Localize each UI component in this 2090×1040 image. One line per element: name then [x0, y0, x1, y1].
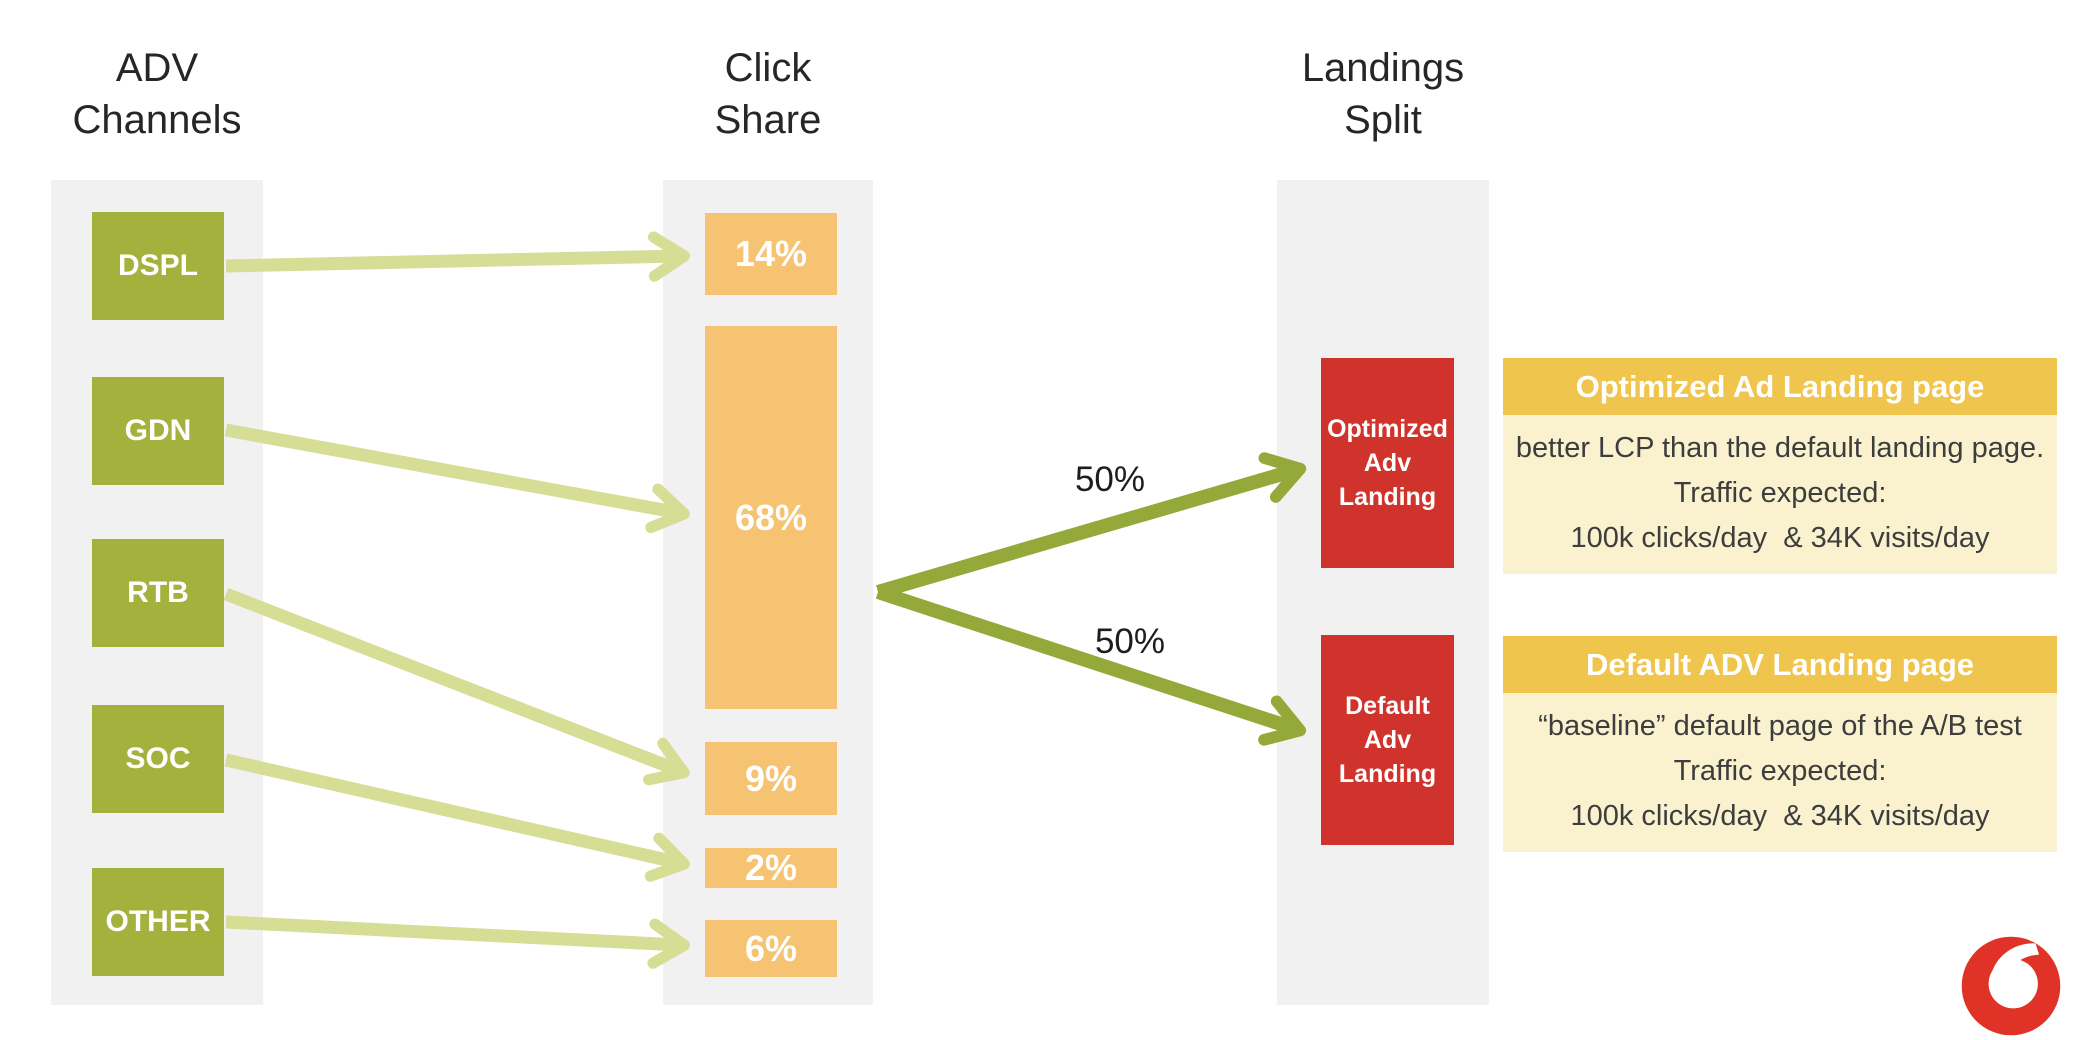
split-label-top: 50% [1074, 460, 1146, 499]
landing-label-line: Adv [1363, 726, 1412, 754]
share-box-68: 68% [705, 326, 837, 709]
landing-box-default: Default Adv Landing [1321, 635, 1454, 845]
share-label: 68% [734, 496, 808, 538]
share-box-14: 14% [705, 213, 837, 295]
arrow-rtb-to-9 [223, 587, 690, 786]
channel-label: RTB [127, 576, 189, 609]
channel-box-dspl: DSPL [92, 212, 224, 320]
channel-label: SOC [125, 742, 191, 775]
arrow-dspl-to-14 [225, 231, 690, 282]
share-label: 2% [744, 847, 798, 888]
default-landing-card-title: Default ADV Landing page [1503, 636, 2057, 693]
optimized-landing-card-body: better LCP than the default landing page… [1503, 415, 2057, 574]
adv-channels-header-line1: ADV [115, 46, 199, 90]
share-label: 14% [734, 233, 808, 274]
channel-label: DSPL [117, 249, 198, 282]
default-landing-card-body: “baseline” default page of the A/B test … [1503, 693, 2057, 852]
share-label: 6% [744, 927, 798, 969]
share-box-9: 9% [705, 742, 837, 815]
channel-label: GDN [124, 414, 192, 447]
click-share-header-line2: Share [714, 98, 822, 142]
landing-label-line: Optimized [1327, 415, 1448, 443]
share-label: 9% [744, 757, 798, 799]
landing-label-line: Default [1345, 692, 1430, 720]
optimized-landing-card-title: Optimized Ad Landing page [1503, 358, 2057, 415]
landing-label-line: Landing [1338, 760, 1437, 788]
default-landing-card: Default ADV Landing page “baseline” defa… [1503, 636, 2057, 852]
channel-label: OTHER [105, 905, 211, 938]
card-text-line: “baseline” default page of the A/B test [1538, 710, 2022, 742]
arrow-gdn-to-68 [224, 423, 690, 534]
channel-box-rtb: RTB [92, 539, 224, 647]
landing-label-line: Adv [1363, 449, 1412, 477]
split-label-bottom: 50% [1094, 622, 1166, 661]
adv-channels-header-line2: Channels [72, 98, 242, 142]
vodafone-speechmark-icon [1961, 936, 2061, 1036]
landings-split-header-line1: Landings [1301, 46, 1465, 90]
landings-split-column [1277, 180, 1489, 1005]
share-box-6: 6% [705, 920, 837, 977]
card-text-line: 100k clicks/day & 34K visits/day [1570, 522, 1990, 554]
channel-box-other: OTHER [92, 868, 224, 976]
landing-label-line: Landing [1338, 483, 1437, 511]
arrow-other-to-6 [225, 915, 690, 969]
channel-box-soc: SOC [92, 705, 224, 813]
click-share-header: Click Share [663, 42, 873, 146]
optimized-landing-card: Optimized Ad Landing page better LCP tha… [1503, 358, 2057, 574]
channel-box-gdn: GDN [92, 377, 224, 485]
click-share-header-line1: Click [724, 46, 812, 90]
landing-box-optimized: Optimized Adv Landing [1321, 358, 1454, 568]
landings-split-header-line2: Split [1344, 98, 1422, 142]
card-text-line: 100k clicks/day & 34K visits/day [1570, 800, 1990, 832]
card-text-line: better LCP than the default landing page… [1515, 432, 2045, 464]
landings-split-header: Landings Split [1277, 42, 1489, 146]
card-text-line: Traffic expected: [1673, 477, 1887, 509]
arrow-soc-to-2 [224, 753, 690, 882]
adv-channels-header: ADV Channels [51, 42, 263, 146]
share-box-2: 2% [705, 847, 837, 888]
card-text-line: Traffic expected: [1673, 755, 1887, 787]
